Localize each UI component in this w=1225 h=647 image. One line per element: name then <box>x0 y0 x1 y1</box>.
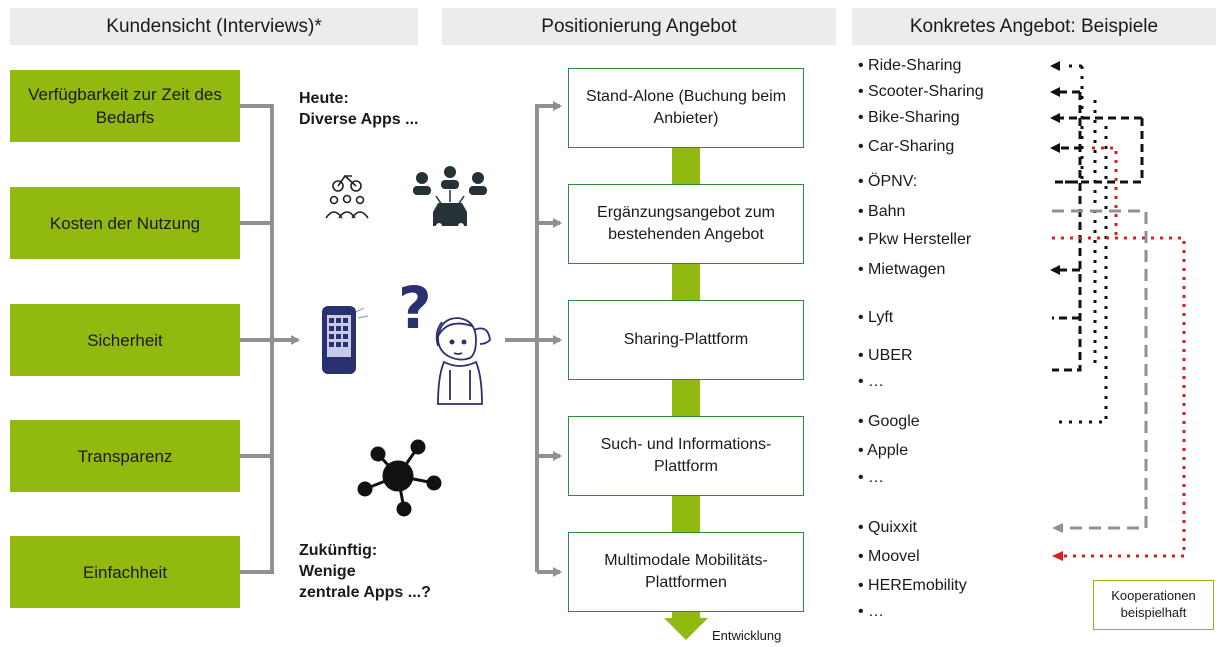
question-mark-icon: ? <box>398 274 432 342</box>
positioning-stand-alone: Stand-Alone (Buchung beim Anbieter) <box>568 68 804 148</box>
cooperation-legend: Kooperationen beispielhaft <box>1093 580 1214 630</box>
positioning-sharing-platform: Sharing-Plattform <box>568 300 804 380</box>
offer-car-sharing: • Car-Sharing <box>858 138 955 155</box>
future-label-line-3: zentrale Apps ...? <box>299 584 431 601</box>
criterion-transparency: Transparenz <box>10 420 240 492</box>
today-label: Heute: Diverse Apps ... <box>299 88 418 130</box>
positioning-supplementary: Ergänzungsangebot zum bestehenden Angebo… <box>568 184 804 264</box>
today-label-line-2: Diverse Apps ... <box>299 111 419 128</box>
offer-quixxit: • Quixxit <box>858 519 917 536</box>
future-label-line-2: Wenige <box>299 563 356 580</box>
network-hub-icon <box>357 439 442 517</box>
offer-lyft: • Lyft <box>858 309 894 326</box>
car-sharing-icon <box>413 166 487 229</box>
criterion-availability: Verfügbarkeit zur Zeit des Bedarfs <box>10 70 240 142</box>
offer-bahn: • Bahn <box>858 203 906 220</box>
offer-apple: • Apple <box>858 442 909 459</box>
criterion-cost: Kosten der Nutzung <box>10 187 240 259</box>
offer-more-3: • … <box>858 603 885 620</box>
offer-more-1: • … <box>858 373 885 390</box>
positioning-search-info-platform: Such- und Informations-Plattform <box>568 416 804 496</box>
offer-rental-car: • Mietwagen <box>858 261 946 278</box>
criterion-safety: Sicherheit <box>10 304 240 376</box>
confused-woman-icon <box>435 317 491 405</box>
today-label-line-1: Heute: <box>299 90 349 107</box>
offer-heremobility: • HEREmobility <box>858 577 967 594</box>
offer-car-manufacturer: • Pkw Hersteller <box>858 231 972 248</box>
header-offers: Konkretes Angebot: Beispiele <box>852 8 1216 45</box>
future-label: Zukünftig: Wenige zentrale Apps ...? <box>299 540 431 603</box>
header-customer-view: Kundensicht (Interviews)* <box>10 8 418 45</box>
development-label: Entwicklung <box>712 628 782 643</box>
smartphone-icon <box>322 306 369 374</box>
offer-bike-sharing: • Bike-Sharing <box>858 109 960 126</box>
future-label-line-1: Zukünftig: <box>299 542 378 559</box>
bike-sharing-icon <box>325 174 369 219</box>
criterion-simplicity: Einfachheit <box>10 536 240 608</box>
offer-google: • Google <box>858 413 920 430</box>
offer-more-2: • … <box>858 469 885 486</box>
offer-scooter-sharing: • Scooter-Sharing <box>858 83 984 100</box>
offer-uber: • UBER <box>858 347 913 364</box>
positioning-multimodal-platforms: Multimodale Mobilitäts-Plattformen <box>568 532 804 612</box>
offer-moovel: • Moovel <box>858 548 920 565</box>
offer-oepnv: • ÖPNV: <box>858 173 918 190</box>
offer-ride-sharing: • Ride-Sharing <box>858 57 962 74</box>
header-positioning: Positionierung Angebot <box>442 8 836 45</box>
